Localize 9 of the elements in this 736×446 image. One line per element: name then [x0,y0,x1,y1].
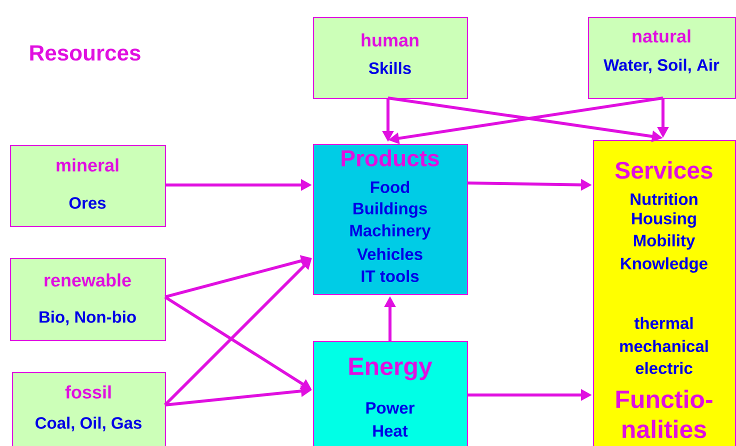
resource-box: Energy Power Heat [313,340,468,446]
resource-box: fossil Coal, Oil, Gas [12,372,166,446]
heading: Resources [30,45,140,61]
resource-box: human Skills [313,17,468,99]
resource-box: mineral Ores [10,145,166,227]
resource-box: natural Water, Soil, Air [588,17,736,99]
resource-box: Services Nutrition Housing Mobility Knowledge thermal mechanical electric Functio- nalities [593,140,736,446]
resource-box: Products Food Buildings Machinery Vehicles IT tools [313,144,468,295]
resource-box: renewable Bio, Non-bio [10,258,166,341]
